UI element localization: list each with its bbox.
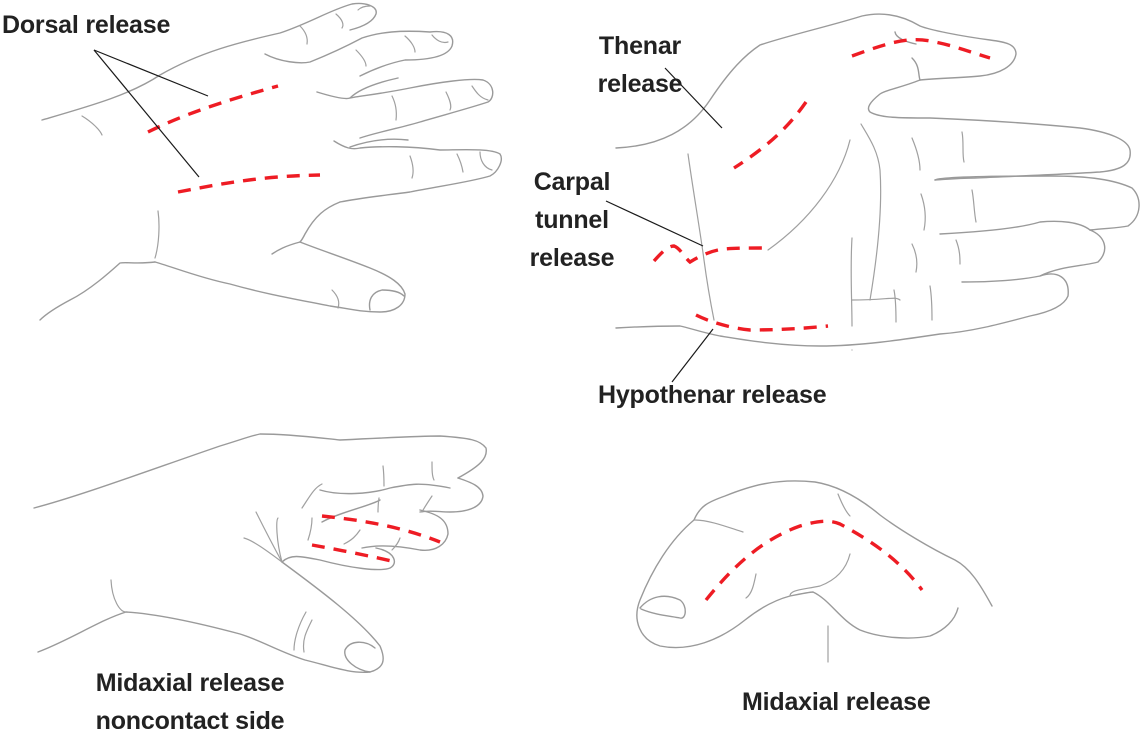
palmar-hand-drawing: [605, 13, 1140, 383]
thumb-incision: [851, 38, 991, 60]
label-midaxial-release: Midaxial release: [742, 688, 931, 716]
thenar-leader-line: [664, 67, 723, 129]
flexed-digit-drawing: [636, 480, 993, 663]
midaxial-incision: [704, 519, 924, 602]
carpal-tunnel-leader-line: [605, 200, 704, 247]
lateral-hand-drawing: [33, 433, 487, 674]
thenar-incision: [733, 101, 808, 170]
label-dorsal-release: Dorsal release: [2, 11, 171, 39]
hypothenar-leader-line: [671, 328, 714, 383]
dorsal-hand-drawing: [39, 2, 502, 321]
label-carpal-line1: Carpal: [533, 168, 611, 196]
hypothenar-incision: [695, 313, 829, 332]
dorsal-leader-line-lower: [93, 49, 200, 178]
label-thenar-line2: release: [597, 70, 683, 98]
midaxial-incision-lower: [311, 543, 397, 564]
dorsal-incision-lower: [177, 173, 321, 194]
label-midaxial-noncontact-line2: noncontact side: [95, 707, 285, 735]
label-hypothenar-release: Hypothenar release: [598, 381, 827, 409]
dorsal-leader-line-upper: [93, 49, 209, 97]
label-midaxial-noncontact: Midaxial release noncontact side: [60, 664, 320, 740]
dorsal-incision-upper: [147, 84, 279, 134]
label-thenar-release: Thenar release: [575, 27, 705, 103]
midaxial-incision-upper: [321, 514, 441, 544]
label-thenar-line1: Thenar: [598, 32, 682, 60]
label-carpal-line3: release: [529, 244, 615, 272]
label-carpal-tunnel-release: Carpal tunnel release: [517, 163, 627, 277]
label-midaxial-noncontact-line1: Midaxial release: [95, 669, 285, 697]
label-carpal-line2: tunnel: [535, 206, 609, 234]
carpal-tunnel-incision: [652, 244, 766, 265]
